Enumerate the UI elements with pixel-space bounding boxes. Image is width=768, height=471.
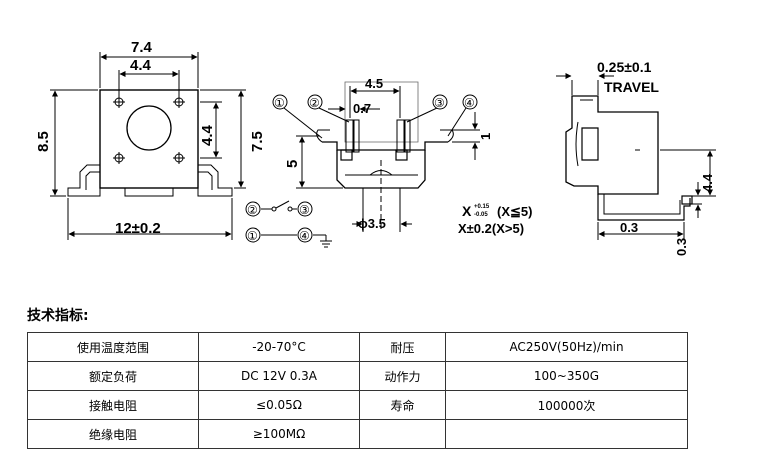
spec-value <box>445 419 688 449</box>
table-row: 绝缘电阻 ≥100MΩ <box>27 419 688 449</box>
dim-front-height: 8.5 <box>35 131 52 152</box>
spec-label: 额定负荷 <box>27 361 199 391</box>
circuit-label-1: ① <box>247 229 258 243</box>
circuit-label-2: ② <box>247 203 258 217</box>
spec-value: -20-70°C <box>198 332 360 362</box>
dim-side-pin-width: 0.7 <box>353 101 371 116</box>
specs-table: 使用温度范围 -20-70°C 耐压 AC250V(50Hz)/min 额定负荷… <box>27 332 688 449</box>
spec-value: ≤0.05Ω <box>198 390 360 420</box>
spec-value: 100000次 <box>445 390 688 420</box>
pin-label-3: ③ <box>434 96 445 110</box>
dim-side-body-height: 5 <box>284 160 301 168</box>
tolerance-condition-1: (X≦5) <box>497 204 532 219</box>
circuit-label-3: ③ <box>299 203 310 217</box>
table-row: 使用温度范围 -20-70°C 耐压 AC250V(50Hz)/min <box>27 332 688 362</box>
dim-front-inner-height: 4.4 <box>199 124 216 146</box>
dim-shaft-diameter: ϕ3.5 <box>358 216 386 231</box>
dim-travel-height: 4.4 <box>700 173 715 192</box>
dim-front-pin-span: 4.4 <box>130 57 152 74</box>
dim-side-lead-height: 1 <box>478 133 493 140</box>
spec-label: 绝缘电阻 <box>27 419 199 449</box>
specs-title: 技术指标: <box>27 308 89 324</box>
dim-side-pin-span: 4.5 <box>365 76 383 91</box>
dim-front-base-width: 12±0.2 <box>115 220 161 237</box>
spec-label: 耐压 <box>359 332 446 362</box>
front-corner-pins <box>113 96 185 164</box>
spec-value: 100~350G <box>445 361 688 391</box>
tolerance-upper: +0.15 <box>474 204 490 210</box>
dim-lead-length: 0.3 <box>620 220 638 235</box>
spec-label: 寿命 <box>359 390 446 420</box>
spec-value: DC 12V 0.3A <box>198 361 360 391</box>
spec-value: ≥100MΩ <box>198 419 360 449</box>
spec-label: 动作力 <box>359 361 446 391</box>
pin-label-1: ① <box>274 96 285 110</box>
technical-drawing: 7.4 4.4 8.5 4.4 7.5 12±0.2 4.5 0.7 5 1 ϕ… <box>35 39 716 256</box>
pin-label-2: ② <box>309 96 320 110</box>
dim-front-height-right: 7.5 <box>249 131 266 152</box>
spec-label: 接触电阻 <box>27 390 199 420</box>
travel-view <box>556 73 716 240</box>
travel-label: TRAVEL <box>604 79 659 95</box>
spec-label <box>359 419 446 449</box>
circuit-symbol <box>245 200 332 248</box>
tolerance-line-2: X±0.2(X>5) <box>458 221 524 236</box>
spec-value: AC250V(50Hz)/min <box>445 332 688 362</box>
side-view <box>272 81 480 232</box>
table-row: 额定负荷 DC 12V 0.3A 动作力 100~350G <box>27 361 688 391</box>
tolerance-lower: -0.05 <box>474 212 488 218</box>
dim-travel-value: 0.25±0.1 <box>597 59 652 75</box>
front-view <box>50 52 246 240</box>
circuit-label-4: ④ <box>299 229 310 243</box>
dim-lead-thickness: 0.3 <box>674 238 689 256</box>
pin-label-4: ④ <box>464 96 475 110</box>
table-row: 接触电阻 ≤0.05Ω 寿命 100000次 <box>27 390 688 420</box>
spec-label: 使用温度范围 <box>27 332 199 362</box>
dim-front-width: 7.4 <box>131 39 153 56</box>
tolerance-x: X <box>462 203 472 219</box>
